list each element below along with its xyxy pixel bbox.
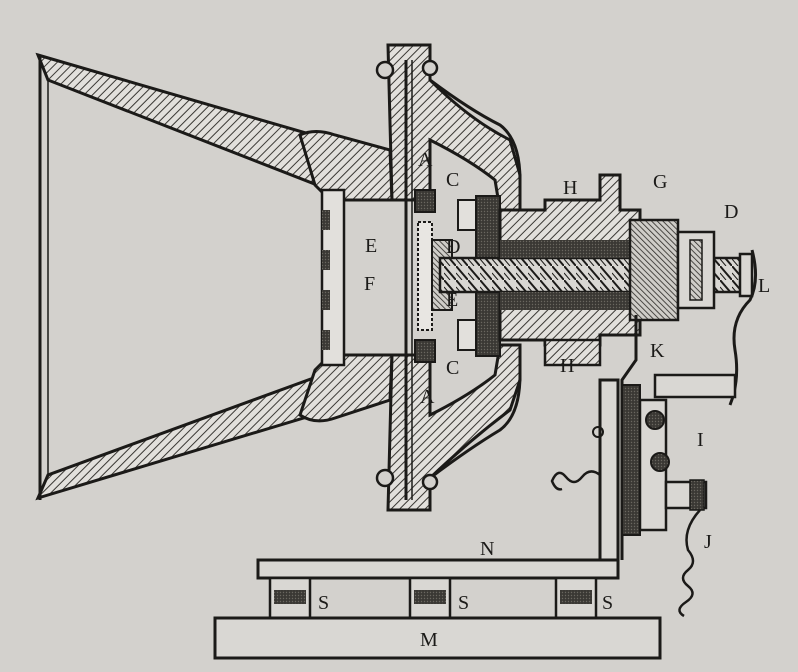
label-i: I	[697, 429, 704, 451]
binding-plate-i	[592, 373, 737, 536]
label-h-top: H	[563, 177, 577, 199]
label-e-lower: E	[446, 289, 458, 311]
label-a-top: A	[418, 149, 433, 171]
label-m: M	[420, 629, 438, 651]
label-g: G	[653, 171, 667, 193]
diaphragm-housing	[375, 43, 522, 512]
wire-left	[550, 470, 601, 491]
label-c-top: C	[446, 169, 459, 191]
horn-coupling	[298, 130, 394, 423]
label-h-bottom: H	[560, 355, 574, 377]
horn	[35, 52, 332, 501]
label-c-bottom: C	[446, 357, 459, 379]
label-j: J	[704, 531, 712, 553]
label-k: K	[650, 340, 665, 362]
wire-j	[678, 509, 701, 618]
label-s-middle: S	[458, 592, 469, 614]
stand-n	[256, 378, 620, 580]
foot-s-middle	[408, 576, 452, 620]
label-s-left: S	[318, 592, 329, 614]
foot-s-right	[554, 576, 598, 620]
label-d-inner: D	[446, 236, 460, 258]
coil-c-top	[414, 189, 436, 213]
label-d-outer: D	[724, 201, 738, 223]
foot-s-left	[268, 576, 312, 620]
label-l: L	[758, 275, 770, 297]
bushing-h	[498, 173, 642, 367]
base-m	[213, 616, 662, 660]
lock-nut	[628, 218, 716, 322]
label-e-upper: E	[365, 235, 377, 257]
label-f: F	[364, 273, 375, 295]
label-n: N	[480, 538, 494, 560]
label-s-right: S	[602, 592, 613, 614]
coil-c-bottom	[414, 339, 436, 363]
label-a-bottom: A	[420, 386, 435, 408]
